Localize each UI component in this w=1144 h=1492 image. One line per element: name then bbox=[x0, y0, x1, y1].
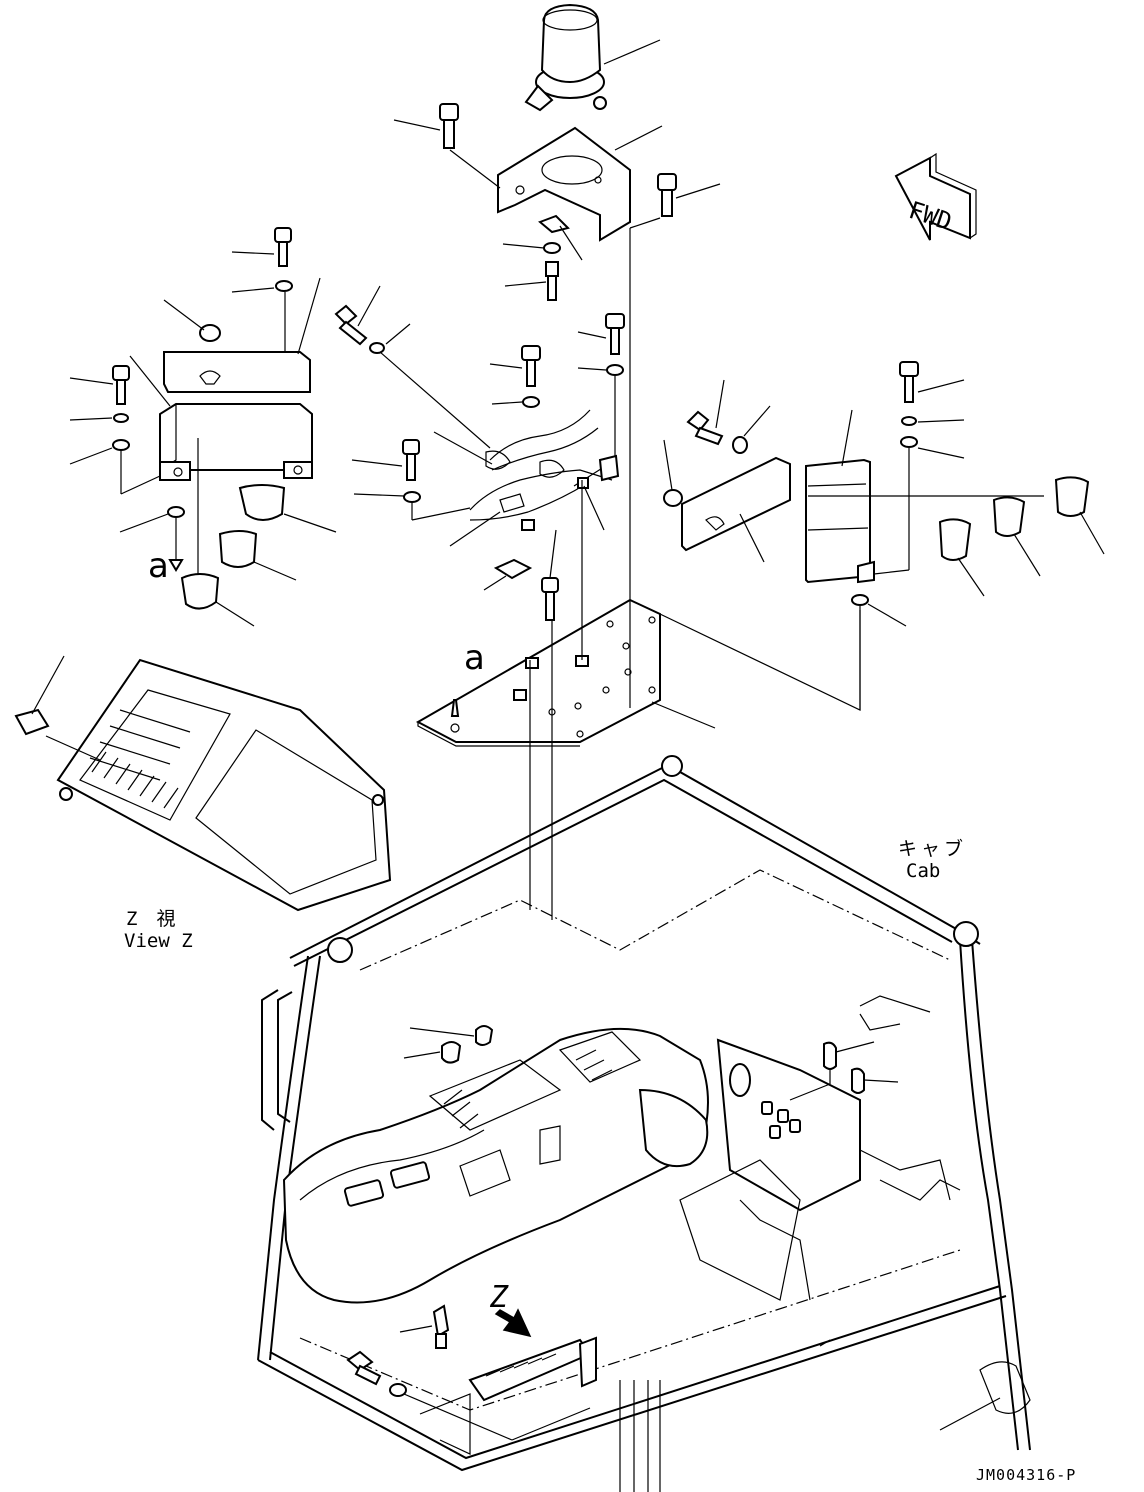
view-z-arrow-letter: Z bbox=[490, 1280, 509, 1315]
view-z-label-japanese: Z 視 bbox=[126, 908, 176, 930]
bracket-bolt-right bbox=[629, 173, 721, 229]
clip-and-washer bbox=[502, 214, 583, 301]
view-z-fuse-panel bbox=[14, 655, 392, 912]
cab-fuse-box bbox=[346, 1304, 597, 1455]
view-z-arrow-icon bbox=[494, 1308, 532, 1338]
drawing-number: JM004316-P bbox=[976, 1466, 1077, 1484]
rotating-beacon-lamp bbox=[524, 3, 661, 112]
right-nut bbox=[663, 439, 683, 507]
beacon-bracket bbox=[497, 125, 663, 242]
right-bolt-angled bbox=[686, 379, 771, 454]
reference-a-left-box: a bbox=[148, 546, 169, 586]
right-bolt-group bbox=[851, 361, 965, 710]
left-nut bbox=[163, 299, 221, 342]
reference-a-mounting-plate: a bbox=[464, 638, 485, 678]
floor-structure bbox=[619, 995, 931, 1492]
right-pillar-switches bbox=[716, 1038, 961, 1301]
left-bolt-top bbox=[231, 227, 293, 390]
dashboard-console bbox=[282, 1025, 709, 1304]
fwd-arrow-icon bbox=[894, 152, 977, 241]
left-small-washer bbox=[119, 506, 185, 572]
right-bracket-plate bbox=[681, 456, 791, 563]
cab-label-english: Cab bbox=[906, 860, 941, 882]
bracket-bolt-left bbox=[393, 103, 501, 189]
plate-bolt bbox=[541, 577, 559, 621]
view-z-label-english: View Z bbox=[124, 930, 193, 952]
controller-unit bbox=[805, 409, 1044, 584]
left-cover-plate bbox=[163, 277, 321, 393]
connector-caps-left bbox=[180, 438, 337, 627]
connector-caps-right bbox=[938, 476, 1105, 597]
wiring-harness bbox=[433, 409, 620, 591]
mounting-plate bbox=[415, 228, 861, 920]
cab-label-japanese: キャブ bbox=[898, 838, 968, 860]
center-bolt-angled bbox=[334, 285, 491, 449]
left-box-bolt bbox=[69, 365, 161, 495]
center-bolts bbox=[351, 313, 625, 521]
